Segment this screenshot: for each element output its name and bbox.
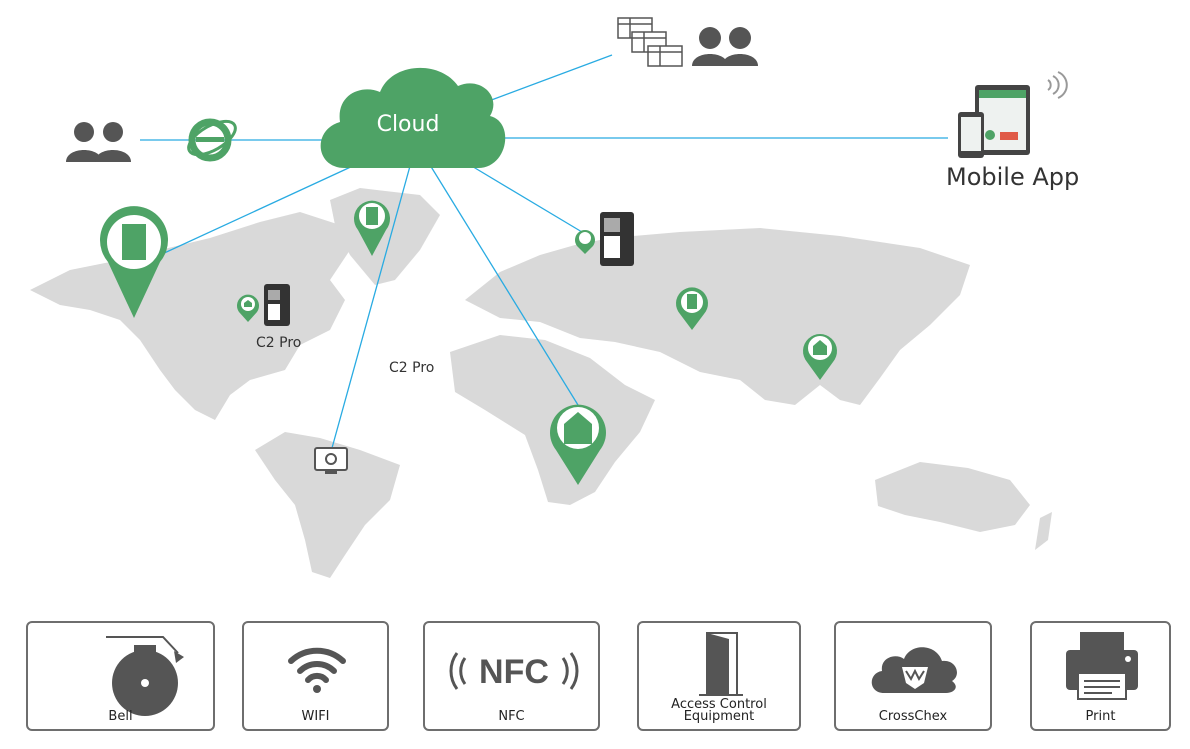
nfc-icon: NFC [449, 652, 579, 691]
cloud-label: Cloud [376, 112, 440, 137]
world-map [30, 188, 1052, 578]
africa [450, 335, 655, 505]
feature-label: WIFI [301, 709, 330, 724]
feature-label: CrossChex [878, 709, 948, 724]
pin-na-office-large [100, 206, 168, 318]
computer-icon [314, 447, 348, 474]
pin-china-office [803, 334, 837, 380]
new-zealand [1035, 512, 1052, 550]
nfc-icon-text: NFC [479, 653, 549, 691]
bell-icon [106, 636, 184, 716]
device-label: C2 Pro [256, 335, 302, 351]
printer-icon [1066, 632, 1138, 700]
south-america [255, 432, 400, 578]
feature-nfc: NFC NFC [423, 621, 600, 731]
pin-africa-warehouse [549, 404, 606, 485]
mobile-app-devices-icon [958, 71, 1068, 158]
line-cloud-na-office [159, 164, 356, 256]
c2-pro-device-icon-eu [600, 212, 634, 266]
network-diagram [30, 17, 1068, 578]
reports-icon [617, 17, 683, 67]
c2-pro-device-icon-na [264, 284, 290, 326]
feature-print: Print [1030, 621, 1171, 731]
cloud-shape [320, 67, 506, 168]
feature-access-control: Access Control Equipment [637, 621, 801, 731]
feature-wifi: WIFI [242, 621, 389, 731]
pin-asia-office [675, 287, 708, 330]
browser-icon [187, 118, 237, 162]
pin-na-device [237, 294, 260, 322]
feature-label: Bell [108, 709, 133, 724]
device-label: C2 Pro [389, 360, 435, 376]
connection-lines [140, 54, 948, 449]
feature-bell: Bell [26, 621, 215, 731]
line-cloud-africa [429, 164, 579, 406]
feature-label: NFC [498, 709, 525, 724]
europe-asia [465, 228, 970, 405]
line-cloud-sa-browser [331, 147, 416, 449]
mobile-app-label: Mobile App [946, 163, 1080, 191]
north-america [30, 212, 350, 420]
feature-label: Print [1085, 709, 1116, 724]
crosschex-cloud-icon [871, 647, 957, 693]
australia [875, 462, 1030, 532]
wifi-icon [288, 647, 346, 693]
users-icon-left [66, 122, 131, 162]
pin-europe-device [575, 230, 595, 254]
users-icon-top [692, 27, 758, 66]
line-cloud-europe [469, 164, 583, 233]
line-cloud-reports [469, 54, 613, 109]
pin-greenland-office [354, 200, 391, 256]
door-icon [699, 632, 743, 696]
feature-crosschex: CrossChex [834, 621, 992, 731]
feature-label: Access Control Equipment [671, 697, 767, 724]
greenland [330, 188, 440, 285]
